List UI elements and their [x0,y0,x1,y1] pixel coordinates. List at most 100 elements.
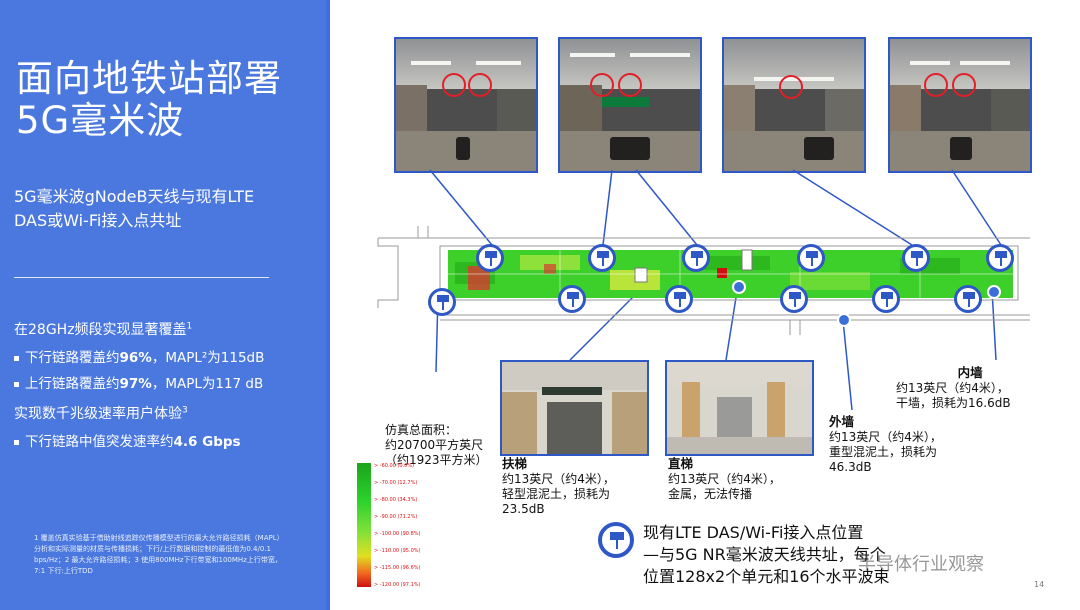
bullet1-pre: 下行链路覆盖约 [25,350,120,366]
section-throughput-text: 实现数千兆级速率用户体验 [14,406,182,422]
bullet2-bold: 97% [119,376,152,392]
legend-entry: > -110.00 (95.0%) [374,548,421,554]
bullet-uplink-coverage: 上行链路覆盖约97%，MAPL为117 dB [14,372,263,392]
antenna-ring-icon [442,73,466,97]
bullet-downlink-rate: 下行链路中值突发速率约4.6 Gbps [14,430,241,450]
inner-wall-line-1: 约13英尺（约4米）， [896,381,1009,395]
title-line-2: 5G毫米波 [16,99,185,142]
callout-dot [837,313,851,327]
antenna-ring-icon [924,73,948,97]
section-throughput-sup: 3 [182,405,188,416]
bullet-square-icon [14,381,19,387]
page-title: 面向地铁站部署 5G毫米波 [16,58,282,142]
antenna-marker-icon [780,285,808,313]
subtitle-line-2: DAS或Wi-Fi接入点共址 [14,211,182,230]
photo-wall [502,392,537,454]
legend-entry: > -90.00 (71.2%) [374,514,418,520]
antenna-ring-icon [952,73,976,97]
photo-sign [542,387,602,395]
antenna-ring-icon [590,73,614,97]
bottom-note-line-3: 位置128x2个单元和16个水平波束 [643,567,890,586]
photo-light [570,53,615,57]
elevator-title: 直梯 [668,456,694,471]
antenna-ring-icon [468,73,492,97]
legend-entry: > -80.00 (34.3%) [374,497,418,503]
bullet-square-icon [14,439,19,445]
left-panel [0,0,330,610]
outer-wall-line-1: 约13英尺（约4米）， [829,430,942,444]
bullet-downlink-coverage: 下行链路覆盖约96%，MAPL²为115dB [14,346,264,366]
escalator-line-3: 23.5dB [502,502,545,516]
footnote: 1 覆盖仿真实验基于借助射线追踪仪传播模型进行的最大允许路径损耗（MAPL）分析… [34,534,284,575]
photo-wall [612,392,647,454]
bottom-note-line-2: —与5G NR毫米波天线共址，每个 [643,545,886,564]
bottom-note-line-1: 现有LTE DAS/Wi-Fi接入点位置 [643,523,864,542]
bullet1-bold: 96% [119,350,152,366]
escalator-title: 扶梯 [502,456,528,471]
elevator-photo [665,360,814,456]
photo-person [456,136,470,161]
photo-ceiling [667,362,812,385]
photo-person [950,136,972,161]
antenna-marker-icon [428,288,456,316]
station-photo-2 [558,37,702,173]
antenna-marker-icon [902,244,930,272]
photo-floor [667,437,812,454]
divider [14,277,269,278]
escalator-label: 扶梯 约13英尺（约4米）， 轻型混泥土，损耗为 23.5dB [502,456,615,517]
photo-exit-sign [590,97,650,107]
outer-wall-line-2: 重型混泥土，损耗为 [829,445,938,459]
sim-area-line-2: 约20700平方英尺 [385,438,484,452]
bullet3-bold: 4.6 Gbps [173,434,241,450]
photo-light [630,53,690,57]
station-photo-3 [722,37,866,173]
panel-edge [326,0,330,610]
legend-entry: > -115.00 (96.6%) [374,565,421,571]
antenna-marker-icon [954,285,982,313]
section-throughput: 实现数千兆级速率用户体验3 [14,403,188,423]
callout-dot [732,280,746,294]
subtitle-line-1: 5G毫米波gNodeB天线与现有LTE [14,187,255,206]
photo-ceiling [502,362,647,390]
bullet2-post: ，MAPL为117 dB [151,376,264,392]
bullet-square-icon [14,355,19,361]
station-photo-4 [888,37,1032,173]
photo-escalator [547,402,602,454]
section-coverage-sup: 1 [186,321,193,332]
bullet1-post: ，MAPL²为115dB [151,350,265,366]
photo-person [804,136,834,161]
sim-area-line-1: 仿真总面积： [385,423,458,437]
station-outline [377,226,1030,321]
legend-entry: > -120.00 (97.1%) [374,582,421,588]
outer-wall-title: 外墙 [829,414,855,429]
antenna-marker-icon [598,522,634,558]
callout-dot [987,285,1001,299]
antenna-marker-icon [797,244,825,272]
antenna-ring-icon [618,73,642,97]
section-coverage: 在28GHz频段实现显著覆盖1 [14,319,192,339]
antenna-marker-icon [872,285,900,313]
title-line-1: 面向地铁站部署 [16,57,282,100]
antenna-marker-icon [682,244,710,272]
watermark: 半导体行业观察 [858,554,984,575]
elevator-line-1: 约13英尺（约4米）， [668,472,781,486]
photo-pillar [682,382,700,442]
subtitle: 5G毫米波gNodeB天线与现有LTE DAS或Wi-Fi接入点共址 [14,185,314,233]
antenna-marker-icon [476,244,504,272]
photo-light [910,61,950,65]
photo-light [476,61,521,65]
elevator-label: 直梯 约13英尺（约4米）， 金属，无法传播 [668,456,781,502]
antenna-marker-icon [588,244,616,272]
legend-entry: > -70.00 (12.7%) [374,480,418,486]
photo-light [411,61,451,65]
photo-pillar [767,382,785,442]
photo-person [610,136,650,161]
sim-area-label: 仿真总面积： 约20700平方英尺 （约1923平方米） [385,423,488,468]
bullet3-pre: 下行链路中值突发速率约 [25,434,174,450]
inner-wall-title: 内墙 [957,365,983,380]
sim-area-line-3: （约1923平方米） [385,453,488,467]
bullet2-pre: 上行链路覆盖约 [25,376,120,392]
section-coverage-text: 在28GHz频段实现显著覆盖 [14,322,187,338]
station-photo-1 [394,37,538,173]
